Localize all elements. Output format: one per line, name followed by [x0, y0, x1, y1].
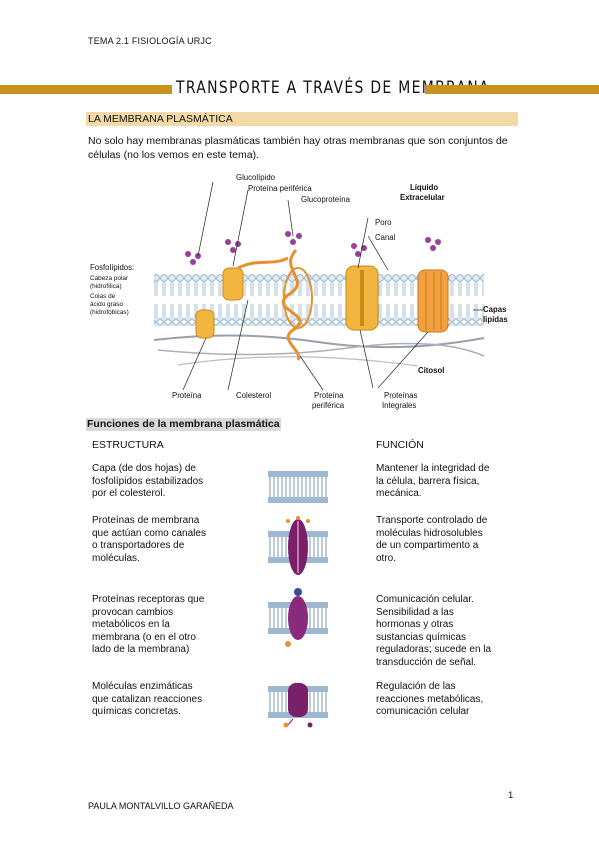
- function-line: reacciones metabólicas,: [376, 693, 484, 705]
- label-colesterol: Colesterol: [236, 391, 271, 400]
- footer-author: PAULA MONTALVILLO GARAÑEDA: [88, 801, 234, 811]
- label-extracelular: Extracelular: [400, 193, 445, 202]
- phospholipid-heads-top: [154, 274, 484, 282]
- function-line: moléculas hidrosolubles: [376, 527, 483, 539]
- membrane-thumbnail: [268, 675, 328, 729]
- function-line: Sensibilidad a las: [376, 606, 454, 618]
- structure-line: lado de la membrana): [92, 644, 190, 655]
- structure-line: provocan cambios: [92, 606, 174, 618]
- label-fosfolipidos: Fosfolípidos:: [90, 263, 134, 272]
- column-structure-header: ESTRUCTURA: [92, 439, 164, 451]
- label-cabeza-1: Cabeza polar: [90, 275, 129, 282]
- function-line: Regulación de las: [376, 681, 456, 692]
- function-line: hormonas y otras: [376, 619, 454, 630]
- function-line: Comunicación celular.: [376, 594, 474, 605]
- channel-protein: [417, 269, 449, 333]
- banner-bar-right: [425, 85, 599, 94]
- structure-line: membrana (o en el otro: [92, 631, 196, 643]
- label-colas-1: Colas de: [90, 293, 116, 300]
- glycolipid-sugars: [185, 231, 441, 265]
- glycoprotein: [281, 248, 302, 361]
- fatty-acid-tails-bottom: [154, 304, 484, 318]
- document-title: TRANSPORTE A TRAVÉS DE MEMBRANA: [176, 78, 490, 98]
- page-number: 1: [508, 790, 514, 801]
- label-poro: Poro: [375, 218, 392, 227]
- label-glucoproteina: Glucoproteína: [301, 195, 351, 204]
- function-line: reguladoras; sucede en la: [376, 644, 492, 655]
- membrane-thumbnail: [268, 586, 328, 650]
- structure-line: fosfolípidos estabilizados: [92, 475, 204, 487]
- function-line: transducción de señal.: [376, 656, 477, 668]
- structure-line: que actúan como canales: [92, 527, 206, 539]
- label-proteinas-integrales-1: Proteínas: [384, 391, 417, 400]
- label-glucolipido: Glucolípido: [236, 173, 276, 182]
- label-cabeza-2: (hidrofílica): [90, 283, 122, 290]
- function-line: Transporte controlado de: [376, 515, 488, 526]
- structure-line: o transportadores de: [92, 540, 185, 551]
- structure-line: Capa (de dos hojas) de: [92, 463, 196, 474]
- function-line: de un compartimento a: [376, 540, 479, 551]
- label-proteina-periferica-1: Proteína: [314, 391, 344, 400]
- label-colas-2: ácido graso: [90, 301, 123, 308]
- function-line: sustancias químicas: [376, 631, 467, 643]
- structure-line: Moléculas enzimáticas: [92, 681, 193, 692]
- function-line: la célula, barrera física,: [376, 475, 480, 487]
- column-function-header: FUNCIÓN: [376, 439, 424, 451]
- structure-line: moléculas.: [92, 552, 140, 564]
- membrane-thumbnail: [268, 463, 328, 511]
- membrane-thumbnail: [268, 515, 328, 579]
- section-heading: LA MEMBRANA PLASMÁTICA: [86, 112, 518, 126]
- protein: [195, 309, 215, 339]
- label-proteina-periferica-top: Proteína periférica: [248, 184, 312, 193]
- label-colas-3: (hidrofóbicas): [90, 309, 129, 316]
- label-canal: Canal: [375, 233, 396, 242]
- functions-heading: Funciones de la membrana plasmática: [86, 418, 281, 431]
- label-liquido: Líquido: [410, 183, 438, 192]
- label-lipidas: lipídas: [483, 315, 508, 324]
- structure-line: Proteínas receptoras que: [92, 594, 205, 605]
- page-header: TEMA 2.1 FISIOLOGÍA URJC: [88, 36, 212, 46]
- peripheral-protein: [222, 267, 244, 301]
- structure-line: por el colesterol.: [92, 488, 166, 499]
- structure-line: metabólicos en la: [92, 619, 170, 630]
- intro-paragraph: No solo hay membranas plasmáticas tambié…: [88, 135, 508, 161]
- structure-line: químicas concretas.: [92, 706, 181, 717]
- phospholipid-heads-bottom: [154, 318, 484, 326]
- function-line: otro.: [376, 552, 397, 564]
- banner-bar-left: [0, 85, 172, 94]
- label-capas: Capas: [483, 305, 507, 314]
- membrane-diagram: Glucolípido Proteína periférica Glucopro…: [88, 170, 518, 418]
- function-line: comunicación celular: [376, 706, 470, 717]
- label-proteina-periferica-2: periférica: [312, 401, 345, 410]
- function-line: Mantener la integridad de: [376, 463, 490, 474]
- label-citosol: Citosol: [418, 366, 444, 375]
- title-banner: TRANSPORTE A TRAVÉS DE MEMBRANA: [0, 78, 599, 99]
- label-proteina: Proteína: [172, 391, 202, 400]
- structure-line: que catalizan reacciones: [92, 693, 203, 705]
- label-proteinas-integrales-2: Integrales: [382, 401, 416, 410]
- function-line: mecánica.: [376, 488, 422, 499]
- structure-line: Proteínas de membrana: [92, 515, 200, 526]
